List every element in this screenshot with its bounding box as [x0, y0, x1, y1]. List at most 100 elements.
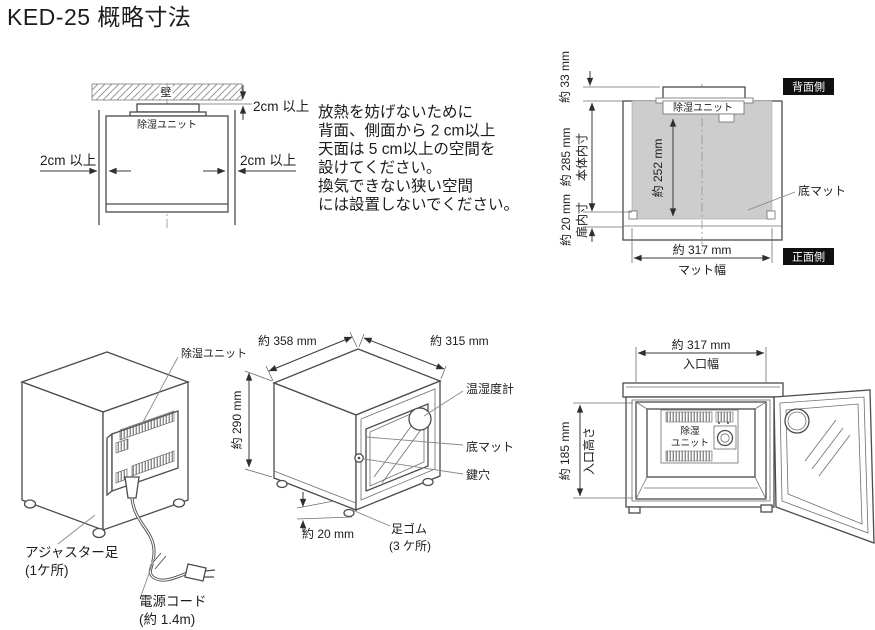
body-height-label: 本体内寸: [575, 133, 589, 181]
keyhole-dot: [357, 456, 361, 460]
back-side-label: 背面側: [792, 80, 825, 94]
leader-line: [423, 390, 464, 417]
dim-entry-height: 約 185 mm: [557, 422, 572, 481]
unit-label: 除湿ユニット: [181, 346, 247, 360]
extension-line: [244, 468, 273, 478]
leader-line: [349, 508, 391, 527]
base-line: [273, 470, 357, 504]
door-glass: [785, 403, 863, 525]
ground-line: [296, 516, 353, 520]
mat-label: 底マット: [798, 183, 846, 198]
glass-reflection: [818, 434, 851, 477]
leader-line: [747, 191, 796, 211]
vent-grille: [119, 410, 175, 441]
vent-grille: [115, 438, 129, 454]
glass-reflection: [804, 419, 837, 462]
foot-note: (3 ケ所): [389, 539, 431, 553]
dim-entry-width: 約 317 mm: [672, 337, 731, 352]
thermo-hygrometer: [408, 407, 432, 431]
extension-line: [349, 331, 358, 348]
door-frame: [360, 388, 436, 501]
adjuster-foot: [92, 527, 106, 539]
plug-prong: [204, 569, 216, 572]
top-lid: [622, 382, 784, 398]
foot: [23, 499, 37, 509]
door-open-diagram: 除湿 ユニット 約 317 mm 入口幅 約 185 mm 入口高さ: [557, 337, 875, 544]
wall-label: 壁: [161, 85, 172, 99]
dial-knob: [720, 433, 730, 443]
rubber-foot: [422, 477, 434, 487]
gauge-hole: [784, 408, 810, 434]
window-glass: [369, 407, 425, 487]
cord-note: (約 1.4m): [139, 612, 195, 627]
dim-height: 約 290 mm: [229, 391, 244, 450]
leader-line: [366, 436, 464, 446]
extension-line: [265, 365, 274, 382]
leader-line: [363, 458, 464, 475]
front-side-badge: [783, 248, 834, 265]
unit-label: 除湿ユニット: [137, 118, 197, 131]
thermo-label: 温湿度計: [466, 381, 514, 396]
vent-grille: [665, 411, 713, 423]
vent-grille: [665, 450, 713, 462]
mat-width-label: マット幅: [678, 262, 726, 277]
adjuster-label: アジャスター足: [25, 545, 119, 560]
vent-grille: [715, 411, 734, 423]
dim-top: 約 33 mm: [557, 51, 572, 103]
mat-label: 底マット: [466, 439, 514, 454]
perspective-line: [754, 476, 767, 500]
entry-height-label: 入口高さ: [581, 427, 596, 475]
dim-depth: 約 315 mm: [430, 333, 489, 348]
note-line: 放熱を妨げないために: [318, 103, 473, 121]
back-wall: [646, 408, 756, 478]
dial: [716, 429, 734, 447]
corner-notch: [628, 210, 638, 220]
door-inner-frame: [779, 396, 869, 534]
leader-line: [57, 514, 96, 545]
foot-label: 足ゴム: [391, 521, 427, 536]
vent-grille: [131, 450, 175, 477]
leader-line: [140, 558, 155, 597]
rubber-foot: [343, 508, 355, 518]
note-line: には設置しないでください。: [318, 196, 519, 214]
top-clearance: 2cm 以上: [253, 99, 309, 114]
cabinet-outline: [105, 115, 229, 213]
rear-view-diagram: 除湿ユニット アジャスター足 (1ケ所) 電源コード (約 1.4m): [20, 346, 247, 627]
perspective-line: [754, 401, 767, 410]
door-window: [365, 403, 429, 492]
dim-mat-width: 約 317 mm: [673, 242, 732, 257]
foot: [628, 506, 641, 514]
dim-width: 約 358 mm: [258, 333, 317, 348]
corner-notch: [766, 210, 776, 220]
right-clearance: 2cm 以上: [240, 153, 296, 168]
dial-mark: [718, 422, 720, 424]
caution-note: 放熱を妨げないために 背面、側面から 2 cm以上 天面は 5 cm以上の空間を…: [318, 103, 519, 214]
door-depth-label: 扉内寸: [575, 202, 589, 238]
note-line: 背面、側面から 2 cm以上: [318, 122, 495, 140]
left-clearance: 2cm 以上: [40, 153, 96, 168]
back-side-badge: [783, 78, 834, 95]
unit-label-box: [662, 100, 745, 115]
door-opening: [635, 401, 767, 500]
dial-panel: [713, 425, 737, 450]
rubber-foot: [276, 479, 288, 489]
unit-label: 除湿ユニット: [673, 101, 733, 114]
unit-side: [106, 432, 113, 497]
break-mark: [154, 555, 167, 570]
dim-foot: 約 20 mm: [302, 526, 354, 541]
foot: [760, 504, 773, 513]
note-line: 天面は 5 cm以上の空間を: [318, 140, 495, 158]
unit-label-line1: 除湿: [680, 425, 700, 437]
dial-mark: [727, 422, 729, 424]
unit-bump: [136, 103, 200, 113]
unit-label-line2: ユニット: [671, 438, 709, 449]
plug: [184, 563, 207, 582]
opening-frame-outer: [631, 399, 771, 502]
cord-label: 電源コード: [139, 594, 207, 609]
clearance-diagram: 壁 除湿ユニット 2cm 以上 2cm 以上 2cm 以上: [40, 83, 309, 228]
keyhole-label: 鍵穴: [466, 467, 490, 482]
dim-unit-height: 約 252 mm: [650, 139, 665, 198]
note-line: 換気できない狭い空間: [318, 177, 473, 195]
